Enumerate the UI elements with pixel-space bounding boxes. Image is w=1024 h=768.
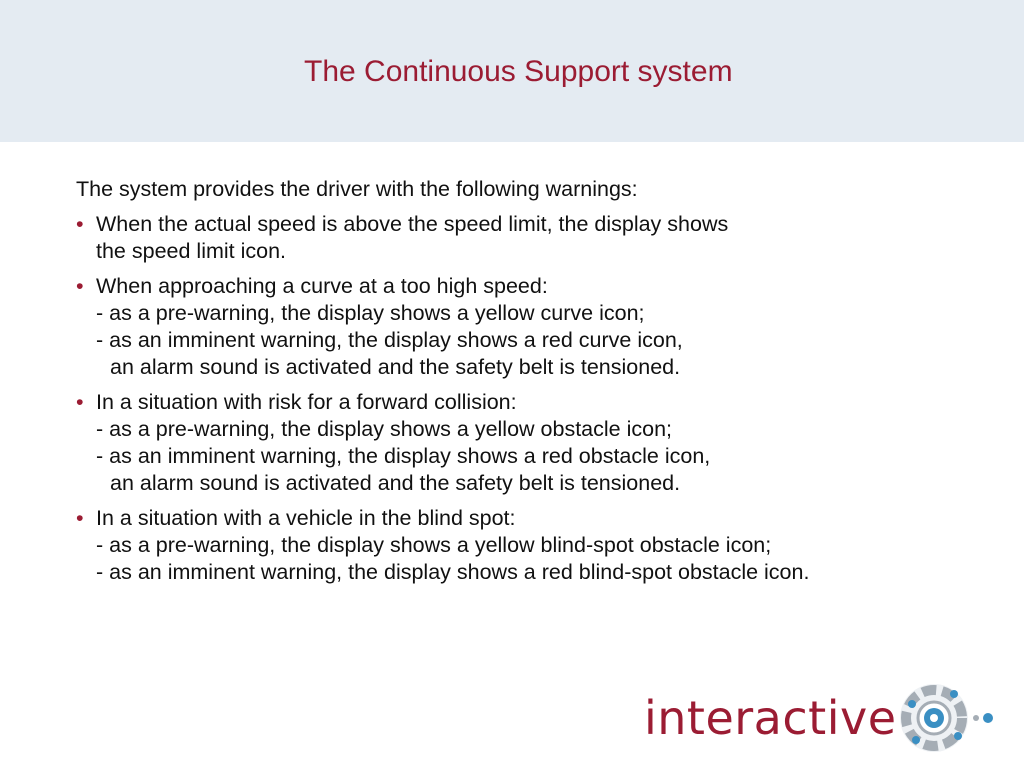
interactive-logo: interactive	[640, 676, 1010, 760]
bullet-line: In a situation with a vehicle in the bli…	[96, 506, 516, 530]
bullet-line: - as an imminent warning, the display sh…	[96, 560, 810, 584]
bullet-line: the speed limit icon.	[96, 239, 287, 263]
bullet-line: - as an imminent warning, the display sh…	[96, 328, 683, 352]
header-band	[0, 0, 1024, 142]
bullet-line: an alarm sound is activated and the safe…	[110, 355, 681, 379]
bullet-line: - as a pre-warning, the display shows a …	[96, 533, 772, 557]
bullet-line: When approaching a curve at a too high s…	[96, 274, 548, 298]
bullet-line: - as a pre-warning, the display shows a …	[96, 417, 673, 441]
bullet-line: When the actual speed is above the speed…	[96, 212, 729, 236]
slide-body: The system provides the driver with the …	[76, 175, 976, 594]
bullet-line: - as a pre-warning, the display shows a …	[96, 301, 645, 325]
intro-text: The system provides the driver with the …	[76, 177, 638, 201]
slide-title: The Continuous Support system	[304, 55, 733, 88]
warning-list: • When the actual speed is above the spe…	[76, 211, 976, 586]
bullet-line: - as an imminent warning, the display sh…	[96, 444, 711, 468]
bullet-dot: •	[76, 390, 84, 414]
bullet-speed-limit: • When the actual speed is above the spe…	[76, 211, 976, 265]
bullet-line: an alarm sound is activated and the safe…	[110, 471, 681, 495]
bullet-dot: •	[76, 506, 84, 530]
bullet-curve: • When approaching a curve at a too high…	[76, 273, 976, 381]
bullet-dot: •	[76, 212, 84, 236]
interactive-logo-icon	[900, 684, 993, 752]
bullet-line: In a situation with risk for a forward c…	[96, 390, 517, 414]
logo-wordmark: interactive	[644, 691, 897, 745]
bullet-dot: •	[76, 274, 84, 298]
bullet-forward-collision: • In a situation with risk for a forward…	[76, 389, 976, 497]
bullet-blind-spot: • In a situation with a vehicle in the b…	[76, 505, 976, 586]
